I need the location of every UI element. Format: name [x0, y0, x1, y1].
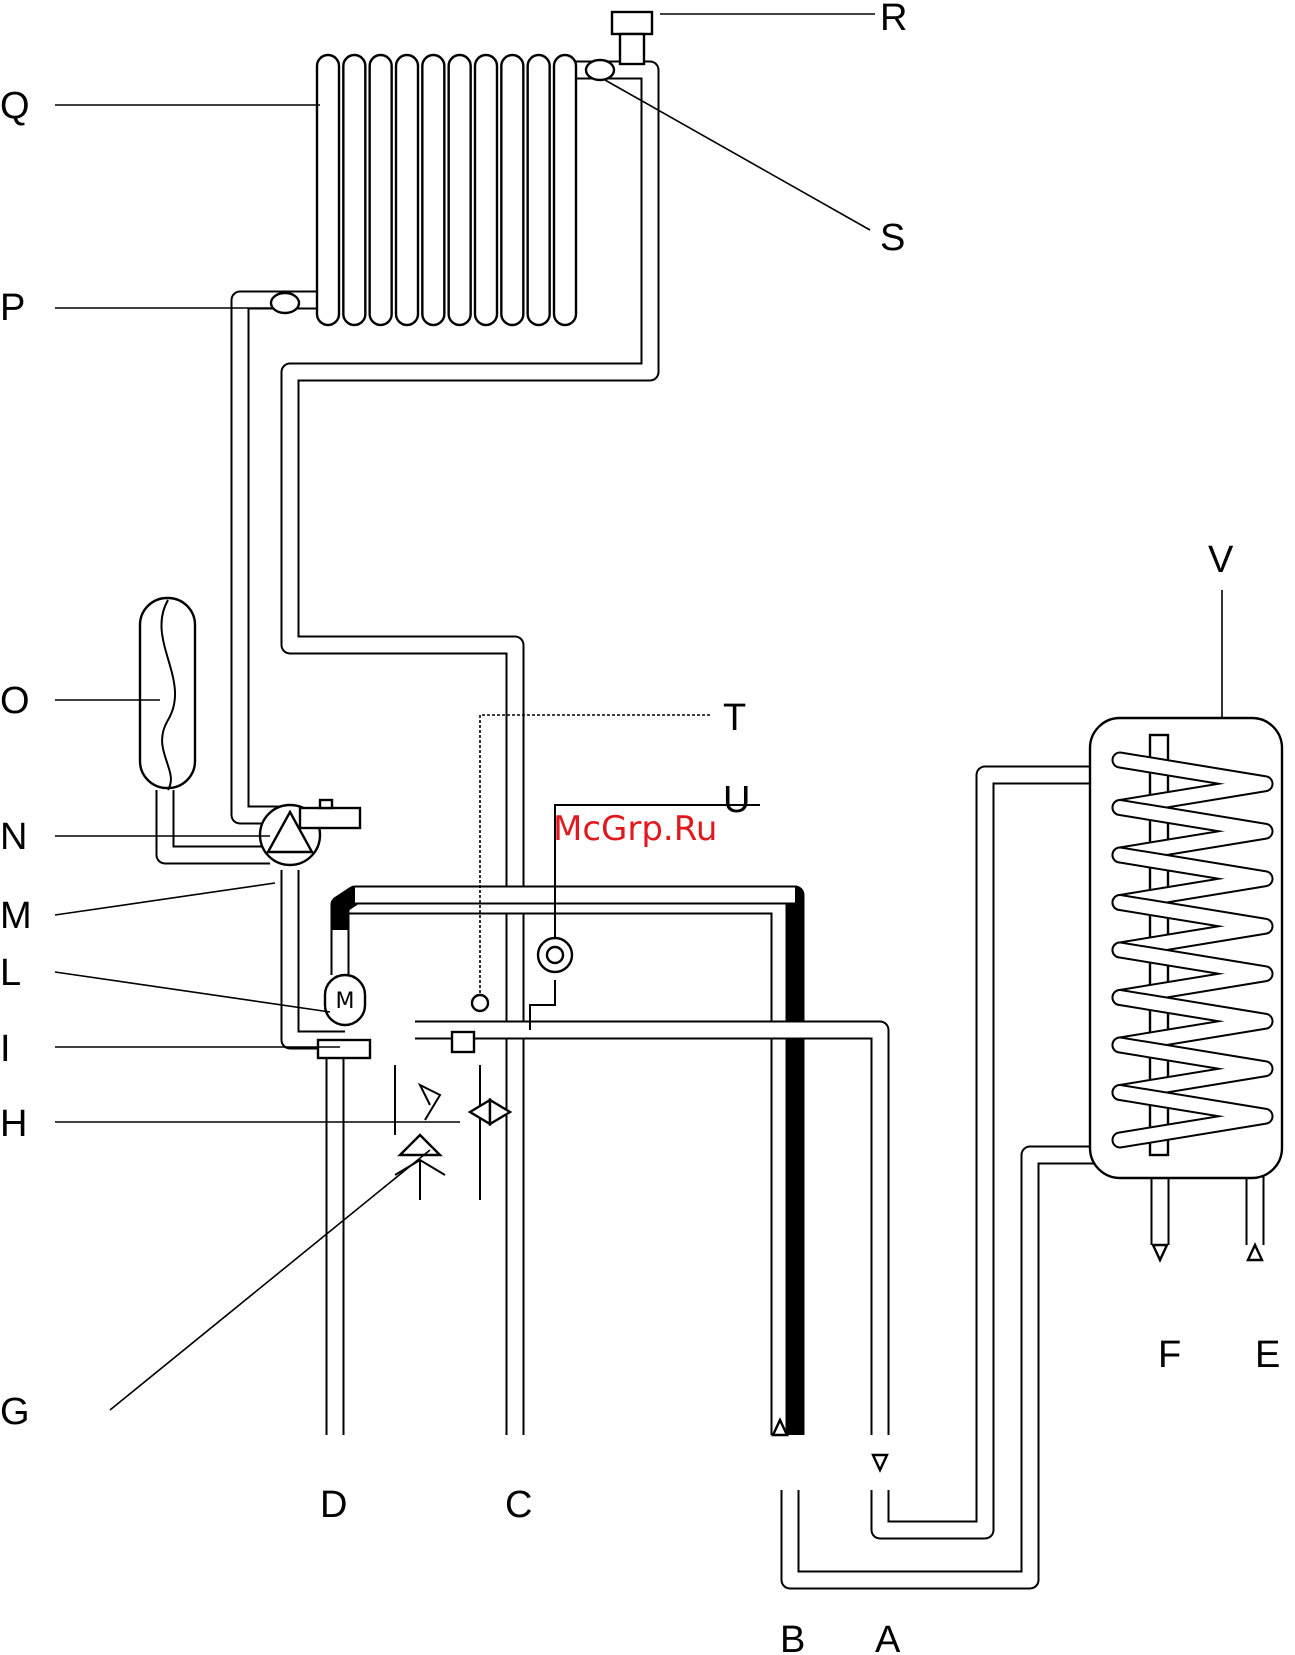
label-h: H — [0, 1103, 27, 1145]
motor-symbol: M — [336, 989, 355, 1014]
label-n: N — [0, 816, 27, 858]
coil-loop — [528, 55, 550, 325]
label-v: V — [1208, 539, 1234, 581]
coil-loop — [422, 55, 444, 325]
label-c: C — [505, 1484, 532, 1526]
coil-loop — [370, 55, 392, 325]
label-g: G — [0, 1391, 30, 1433]
label-m: M — [0, 895, 32, 937]
label-l: L — [0, 952, 21, 994]
diverter-valve-motor: M — [318, 975, 370, 1058]
automatic-air-vent — [612, 12, 652, 64]
label-b: B — [780, 1619, 805, 1655]
flow-sensor — [452, 1032, 474, 1052]
coil-loop — [317, 55, 339, 325]
coil-loop — [501, 55, 523, 325]
expansion-vessel — [140, 598, 195, 790]
label-r: R — [880, 0, 907, 39]
label-d: D — [320, 1484, 347, 1526]
label-u: U — [723, 779, 750, 821]
watermark: McGrp.Ru — [553, 809, 717, 849]
label-s: S — [880, 217, 905, 259]
label-f: F — [1158, 1334, 1181, 1376]
label-a: A — [875, 1619, 901, 1655]
coil-loop — [475, 55, 497, 325]
label-o: O — [0, 680, 30, 722]
heat-exchanger-coil — [317, 55, 576, 325]
circulation-pump — [260, 800, 360, 865]
label-i: I — [0, 1028, 11, 1070]
label-t: T — [723, 697, 746, 739]
safety-valve — [395, 1065, 480, 1200]
label-p: P — [0, 287, 25, 329]
label-q: Q — [0, 85, 30, 127]
coil-loop — [343, 55, 365, 325]
flow-arrows — [773, 1245, 1262, 1470]
filling-valve — [470, 1100, 510, 1124]
coil-loop — [554, 55, 576, 325]
leader-lines — [55, 14, 1222, 1410]
coil-loop — [396, 55, 418, 325]
coil-loop — [449, 55, 471, 325]
label-e: E — [1255, 1334, 1280, 1376]
